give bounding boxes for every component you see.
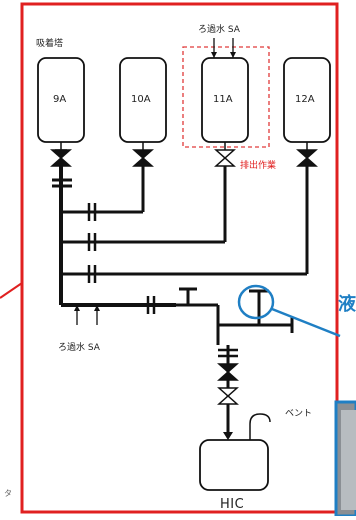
highlight-circle <box>237 284 275 320</box>
dashed-highlight-box <box>182 46 270 148</box>
valve-10A <box>132 142 154 167</box>
branch-10A <box>61 166 145 214</box>
highlight-leader <box>271 307 341 338</box>
branch-10A-flange <box>87 203 97 221</box>
bottom-input-arrow-1 <box>74 305 80 311</box>
outer-frame <box>20 2 339 514</box>
tank-label-11A: 11A <box>213 94 233 105</box>
branch-11A-flange <box>87 233 97 251</box>
footnote-text: タ <box>4 489 12 498</box>
valve-9A <box>50 142 72 167</box>
branch-12A-flange <box>87 265 97 283</box>
top-input-arrow-1 <box>211 52 217 58</box>
vent-label: ベント <box>285 409 313 419</box>
frame-leader-line <box>0 282 23 299</box>
drop-flange <box>218 348 238 358</box>
tower-label: 吸着塔 <box>36 39 64 49</box>
valve-12A <box>296 142 318 167</box>
tank-label-12A: 12A <box>295 94 315 105</box>
hic-container <box>199 439 269 491</box>
t-valve-left <box>179 287 197 305</box>
drop-valve-open <box>217 387 239 405</box>
top-inputs-label: ろ過水 SA <box>198 25 240 35</box>
callout-text: 液 <box>338 294 356 315</box>
bottom-input-arrow-2 <box>94 305 100 311</box>
photo-inset-texture <box>341 410 356 510</box>
hic-label: HIC <box>220 497 245 512</box>
vent-pipe <box>249 413 271 440</box>
header-flange <box>146 296 156 314</box>
branch-12A <box>61 166 309 276</box>
drop-arrow <box>223 432 233 440</box>
tank-label-10A: 10A <box>131 94 151 105</box>
drop-valve-closed <box>217 363 239 381</box>
main-trunk <box>59 166 176 307</box>
work-label: 排出作業 <box>240 161 277 171</box>
bottom-inputs-label: ろ過水 SA <box>58 343 100 353</box>
top-input-arrow-2 <box>230 52 236 58</box>
t-valve-right <box>249 289 269 325</box>
header-pipe <box>176 303 292 345</box>
tank-label-9A: 9A <box>53 94 67 105</box>
trunk-flange <box>52 178 72 188</box>
valve-11A-open <box>214 142 236 167</box>
